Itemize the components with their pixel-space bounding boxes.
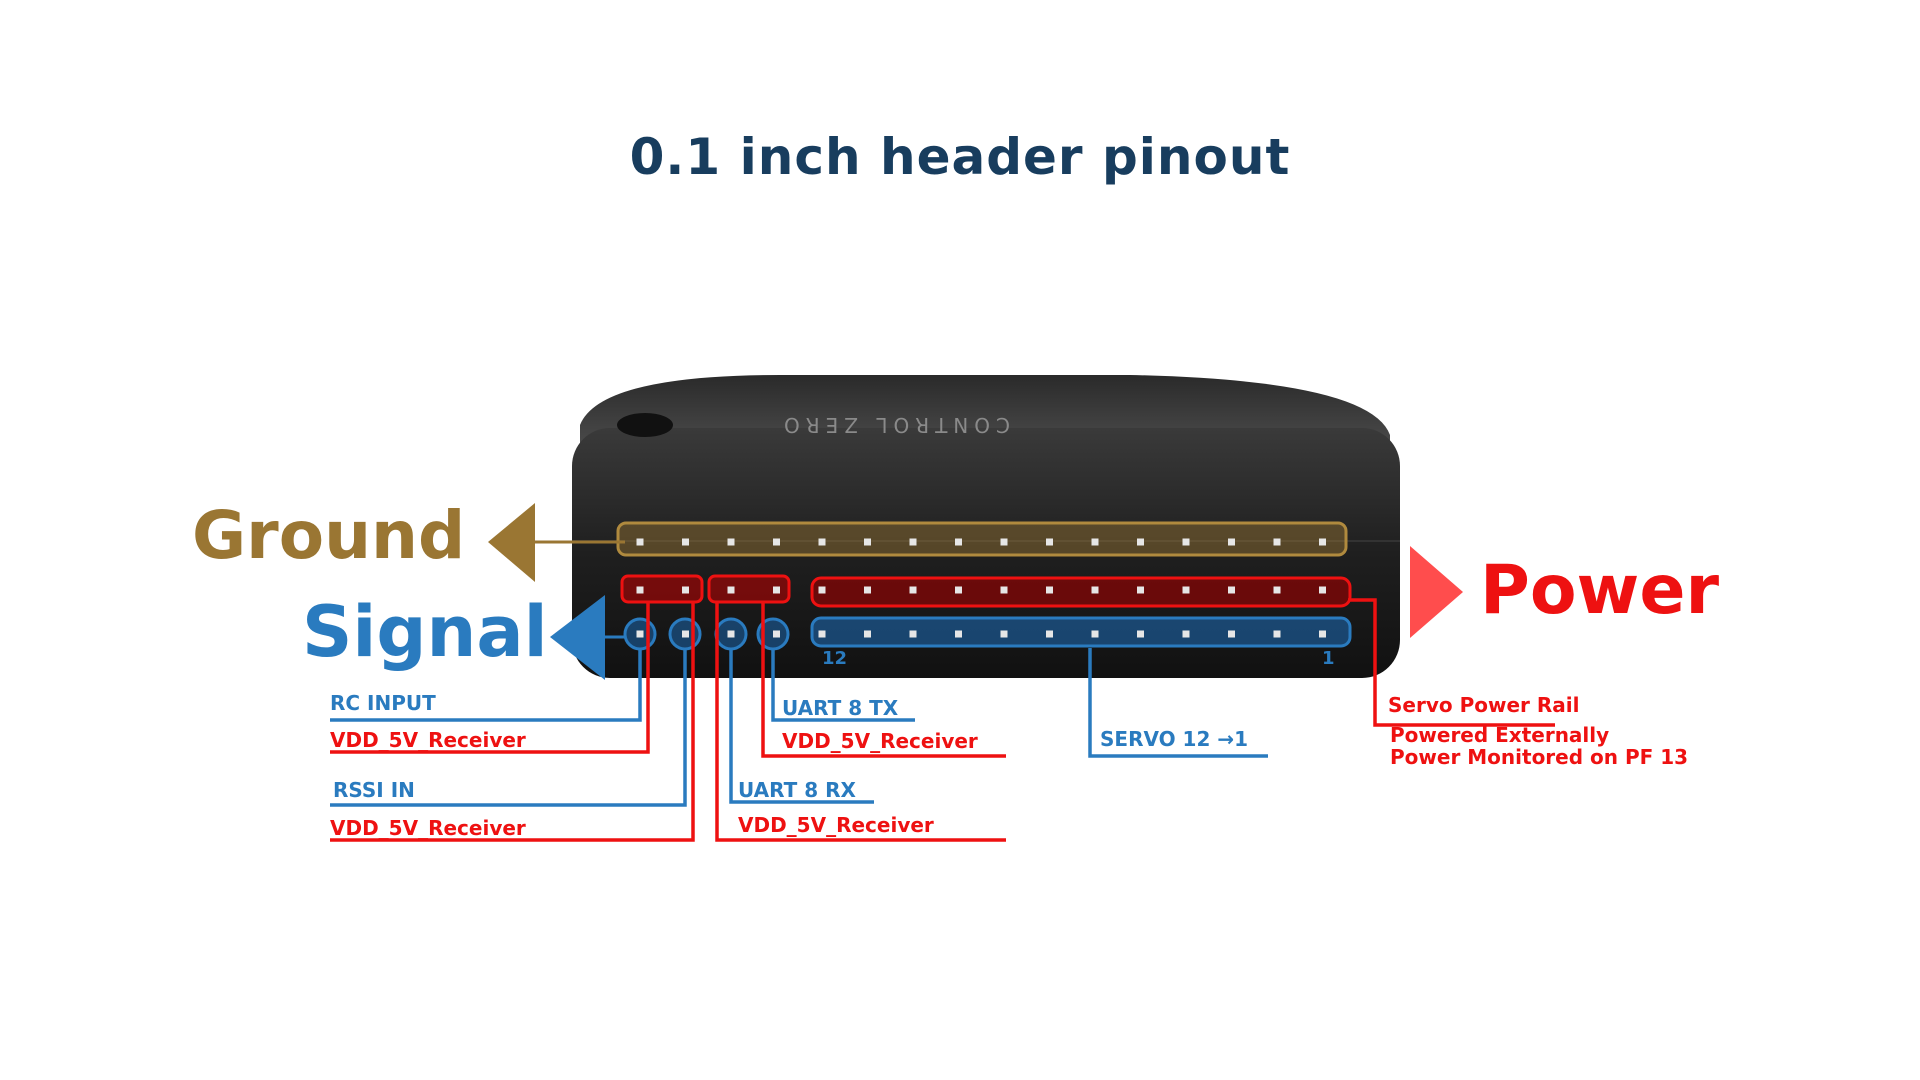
power-pins (636, 586, 1326, 594)
page-title: 0.1 inch header pinout (629, 128, 1291, 186)
ground-pin (1182, 538, 1190, 546)
ground-pin (1137, 538, 1144, 546)
signal-pin (1137, 630, 1144, 638)
ground-arrow-icon (488, 503, 535, 582)
servo-pin-number-12: 12 (822, 648, 847, 669)
signal-pin (955, 630, 962, 638)
label-servo: SERVO 12 →1 (1100, 727, 1248, 751)
ground-pin (682, 538, 689, 546)
signal-pin (636, 630, 644, 638)
label-powered-externally: Powered Externally (1390, 723, 1609, 747)
servo-pin-number-1: 1 (1322, 648, 1335, 669)
label-vdd-uart-tx: VDD_5V_Receiver (782, 729, 978, 753)
power-pin (682, 586, 689, 594)
ground-row-highlight (616, 521, 1348, 557)
label-power-monitored: Power Monitored on PF 13 (1390, 745, 1688, 769)
power-pin (1000, 586, 1008, 594)
power-label: Power (1480, 551, 1719, 630)
label-servo-power-rail: Servo Power Rail (1388, 693, 1579, 717)
signal-pin (682, 630, 689, 638)
signal-pin (909, 630, 917, 638)
power-pin (1182, 586, 1190, 594)
power-pin (1046, 586, 1053, 594)
ground-pin (1273, 538, 1281, 546)
label-vdd-uart-rx: VDD_5V_Receiver (738, 813, 934, 837)
power-pin (818, 586, 826, 594)
label-uart8-tx: UART 8 TX (782, 696, 899, 720)
signal-servo-highlight (810, 616, 1352, 648)
ground-pin (1319, 538, 1326, 546)
ground-pin (1228, 538, 1235, 546)
power-leader-lines (330, 598, 1555, 842)
label-rc-input: RC INPUT (330, 691, 436, 715)
power-uart-highlight (707, 574, 791, 604)
power-pin (864, 586, 871, 594)
label-uart8-rx: UART 8 RX (738, 778, 856, 802)
signal-pin (727, 630, 735, 638)
power-pin (1319, 586, 1326, 594)
signal-pins (636, 630, 1326, 638)
power-pin (636, 586, 644, 594)
power-arrow-icon (1410, 546, 1463, 638)
signal-pin (773, 630, 780, 638)
signal-pin (818, 630, 826, 638)
signal-arrow-icon (550, 595, 605, 680)
power-pin (1228, 586, 1235, 594)
ground-pin (955, 538, 962, 546)
power-pin (1137, 586, 1144, 594)
signal-pin (1046, 630, 1053, 638)
power-pin (727, 586, 735, 594)
signal-pin (1000, 630, 1008, 638)
label-vdd-rssi: VDD_5V_Receiver (330, 816, 526, 840)
ground-pin (818, 538, 826, 546)
ground-label: Ground (192, 497, 465, 574)
label-rssi-in: RSSI IN (333, 778, 415, 802)
power-pin (909, 586, 917, 594)
signal-pin (1319, 630, 1326, 638)
ground-pin (909, 538, 917, 546)
ground-pin (1000, 538, 1008, 546)
ground-pin (636, 538, 644, 546)
signal-pin (1228, 630, 1235, 638)
ground-pin (864, 538, 871, 546)
mounting-screw (617, 413, 673, 437)
power-pin (773, 586, 780, 594)
signal-pin (864, 630, 871, 638)
ground-pins (636, 538, 1326, 546)
ground-pin (727, 538, 735, 546)
label-vdd-rc: VDD_5V_Receiver (330, 728, 526, 752)
power-pin (1273, 586, 1281, 594)
signal-label: Signal (302, 591, 548, 673)
device-model-text: CONTROL ZERO (778, 413, 1010, 437)
signal-pin (1273, 630, 1281, 638)
ground-pin (773, 538, 780, 546)
power-servo-rail-highlight (810, 576, 1352, 608)
flight-controller-body: CONTROL ZERO (572, 375, 1400, 678)
signal-leader-lines (330, 648, 1268, 807)
power-rc-rssi-highlight (620, 574, 704, 604)
power-pin (1091, 586, 1099, 594)
ground-pin (1046, 538, 1053, 546)
signal-pin (1182, 630, 1190, 638)
ground-pin (1091, 538, 1099, 546)
signal-pin (1091, 630, 1099, 638)
power-pin (955, 586, 962, 594)
